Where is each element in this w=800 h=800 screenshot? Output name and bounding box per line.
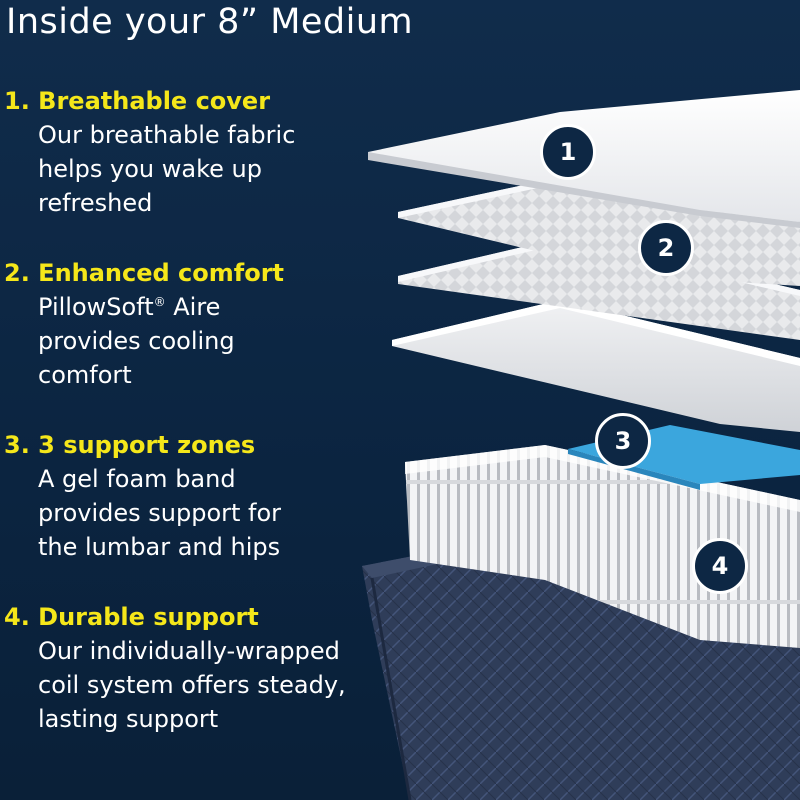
- feature-enhanced-comfort: 2. Enhanced comfort PillowSoft® Aire pro…: [4, 256, 404, 392]
- feature-heading: 3. 3 support zones: [4, 431, 256, 459]
- feature-description-line: the lumbar and hips: [38, 533, 281, 561]
- feature-support-zones: 3. 3 support zones A gel foam band provi…: [4, 428, 404, 564]
- layer-badge-2: 2: [638, 220, 694, 276]
- brand-name: PillowSoft: [38, 293, 154, 321]
- brand-suffix: Aire: [165, 293, 221, 321]
- feature-description-line: refreshed: [38, 189, 153, 217]
- feature-heading: 4. Durable support: [4, 603, 259, 631]
- feature-description-line: helps you wake up: [38, 155, 262, 183]
- layer-badge-1: 1: [540, 124, 596, 180]
- layer-badge-4: 4: [692, 538, 748, 594]
- feature-breathable-cover: 1. Breathable cover Our breathable fabri…: [4, 84, 404, 220]
- feature-description-line: provides cooling: [38, 327, 235, 355]
- feature-heading: 1. Breathable cover: [4, 87, 271, 115]
- feature-description-line: coil system offers steady,: [38, 671, 346, 699]
- page-title: Inside your 8” Medium: [6, 2, 414, 42]
- feature-durable-support: 4. Durable support Our individually-wrap…: [4, 600, 404, 736]
- feature-description-line: comfort: [38, 361, 132, 389]
- feature-description-line: lasting support: [38, 705, 219, 733]
- feature-description-line: PillowSoft® Aire: [4, 290, 404, 324]
- feature-description-line: A gel foam band: [38, 465, 236, 493]
- layer-badge-3: 3: [595, 413, 651, 469]
- feature-description-line: provides support for: [38, 499, 282, 527]
- feature-description-line: Our breathable fabric: [38, 121, 296, 149]
- feature-description-line: Our individually-wrapped: [38, 637, 340, 665]
- registered-mark: ®: [153, 295, 166, 309]
- feature-heading: 2. Enhanced comfort: [4, 259, 285, 287]
